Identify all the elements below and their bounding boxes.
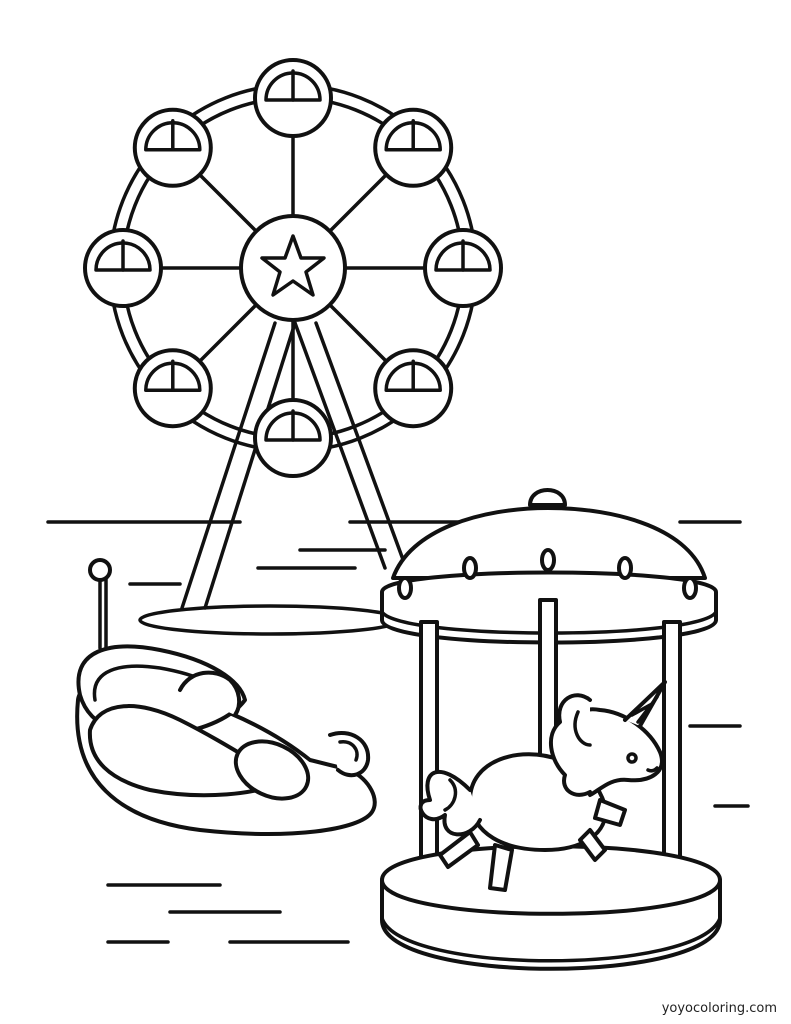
gondola bbox=[132, 107, 213, 188]
carousel-light bbox=[540, 548, 556, 572]
carousel-light bbox=[617, 556, 633, 580]
unicorn bbox=[418, 680, 667, 892]
gondola bbox=[83, 228, 163, 308]
ferris-wheel-gondolas bbox=[83, 58, 503, 478]
gondola bbox=[373, 348, 454, 429]
star-icon bbox=[260, 234, 326, 297]
carousel-light bbox=[682, 576, 698, 600]
gondola bbox=[423, 228, 503, 308]
ferris-wheel-base bbox=[138, 604, 402, 636]
ground-lines bbox=[46, 520, 750, 944]
carousel bbox=[380, 488, 722, 971]
watermark: yoyocoloring.com bbox=[661, 1001, 777, 1016]
gondola bbox=[132, 348, 213, 429]
carousel-light bbox=[397, 576, 413, 600]
gondola bbox=[253, 398, 333, 478]
gondola bbox=[373, 107, 454, 188]
gondola bbox=[253, 58, 333, 138]
carousel-light bbox=[462, 556, 478, 580]
bumper-car bbox=[75, 558, 377, 836]
